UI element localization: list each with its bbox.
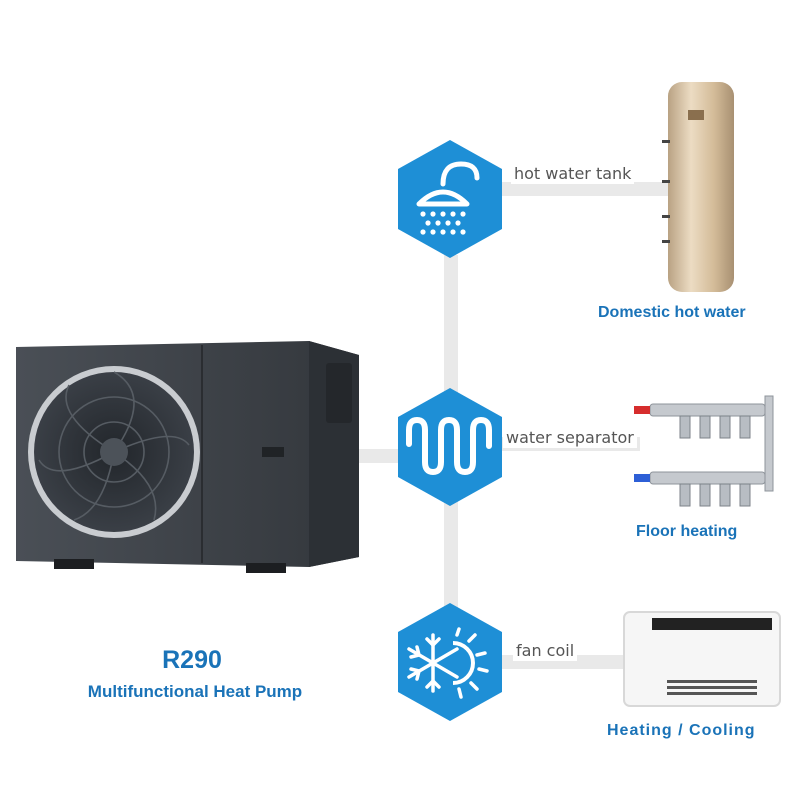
connector-label-fan-coil: fan coil [513, 641, 578, 661]
caption-heating-cooling: Heating / Cooling [607, 722, 756, 739]
connector-label-hot-water-tank: hot water tank [511, 164, 635, 184]
product-name: Multifunctional Heat Pump [87, 682, 303, 701]
pipe-to-tank [450, 182, 670, 196]
shower-head-icon [398, 140, 502, 258]
caption-domestic-hot-water: Domestic hot water [598, 304, 746, 321]
floor-heating-coil-icon [398, 388, 502, 506]
snowflake-sun-icon [398, 603, 502, 721]
fan-coil-unit [623, 611, 781, 707]
caption-floor-heating: Floor heating [636, 523, 738, 540]
hot-water-tank [662, 82, 734, 292]
floor-heating-manifold [634, 395, 774, 507]
connector-label-water-separator: water separator [503, 428, 637, 448]
heat-pump-unit [16, 341, 359, 573]
product-model: R290 [162, 646, 222, 674]
